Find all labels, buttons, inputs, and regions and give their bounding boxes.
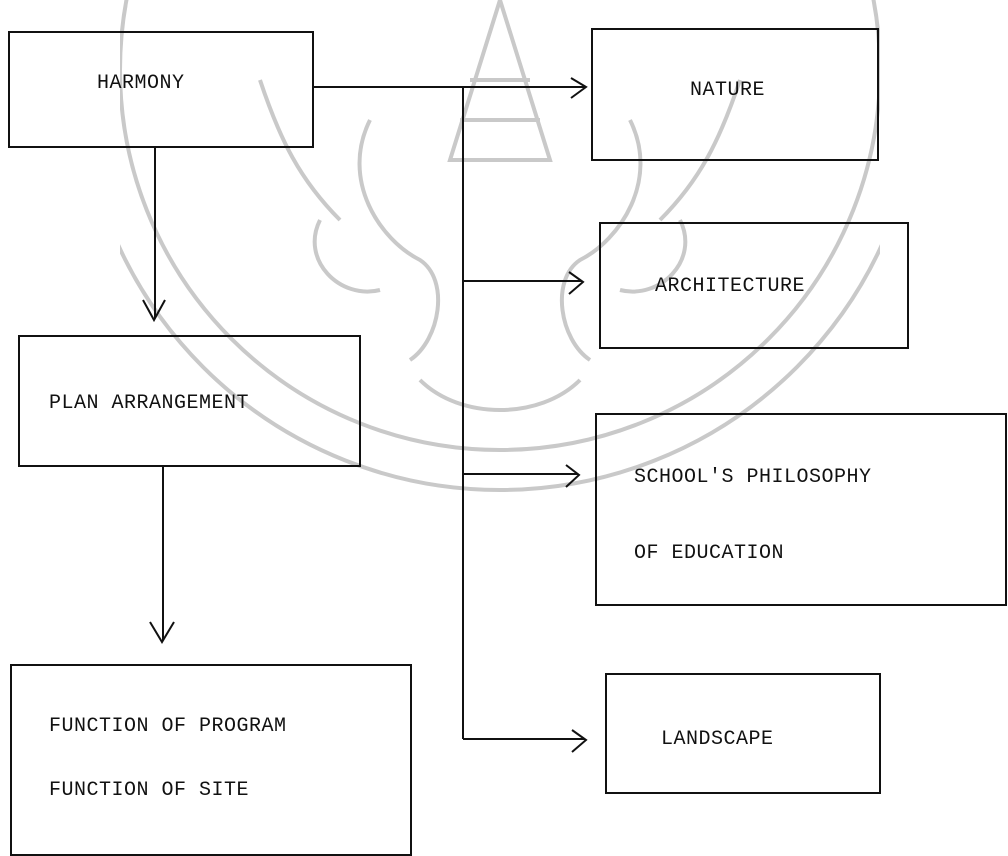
- function-label-line1: FUNCTION OF PROGRAM: [49, 715, 287, 738]
- landscape-arrowhead: [571, 729, 588, 753]
- philosophy-arrowhead: [565, 464, 581, 488]
- nature-arrowhead: [570, 77, 588, 99]
- nature-label: NATURE: [690, 79, 766, 102]
- architecture-arrowhead: [568, 271, 585, 295]
- philosophy-label-line2: OF EDUCATION: [634, 542, 785, 565]
- architecture-label: ARCHITECTURE: [655, 275, 806, 298]
- harmony-box: [8, 31, 314, 148]
- philosophy-label-line1: SCHOOL'S PHILOSOPHY: [634, 466, 872, 489]
- architecture-box: [599, 222, 909, 349]
- landscape-label: LANDSCAPE: [661, 728, 774, 751]
- plan-arrangement-label: PLAN ARRANGEMENT: [49, 392, 250, 415]
- landscape-box: [605, 673, 881, 794]
- philosophy-box: [595, 413, 1007, 606]
- function-box: [10, 664, 412, 856]
- plan-arrowhead: [142, 299, 166, 323]
- function-label-line2: FUNCTION OF SITE: [49, 779, 250, 802]
- harmony-label: HARMONY: [97, 72, 185, 95]
- plan-arrangement-box: [18, 335, 361, 467]
- nature-box: [591, 28, 879, 161]
- function-arrowhead: [149, 621, 175, 644]
